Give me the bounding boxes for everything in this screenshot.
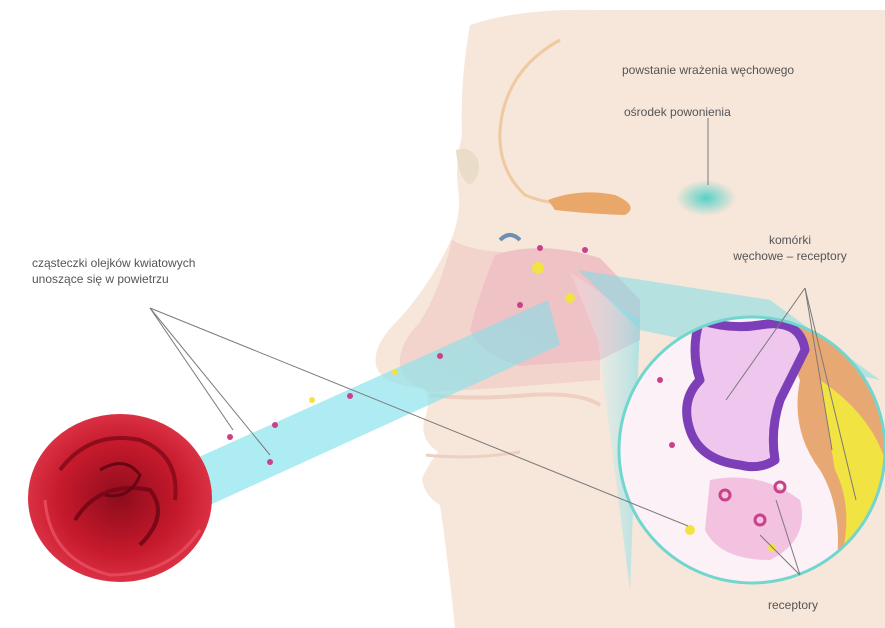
label-smell-center: ośrodek powonienia (624, 104, 731, 120)
label-receptors: receptory (768, 597, 818, 613)
receptor-dot (685, 525, 695, 535)
particle (267, 459, 273, 465)
particle (347, 393, 353, 399)
particle (437, 353, 443, 359)
label-floral-oil-particles-line2: unoszące się w powietrzu (32, 271, 195, 287)
label-olfactory-cells-line2: węchowe – receptory (700, 248, 880, 264)
particle (309, 397, 315, 403)
receptor-dot (768, 544, 776, 552)
particle (227, 434, 233, 440)
rose (28, 414, 212, 582)
particle (537, 245, 543, 251)
label-floral-oil-particles: cząsteczki olejków kwiatowych unoszące s… (32, 255, 195, 287)
label-olfactory-cells: komórki węchowe – receptory (700, 232, 880, 264)
particle (272, 422, 278, 428)
particle (532, 262, 544, 274)
particle (582, 247, 588, 253)
particle (565, 293, 575, 303)
smell-center-glow (676, 180, 736, 216)
leader-line-particles-a (150, 308, 233, 430)
label-olfactory-cells-line1: komórki (700, 232, 880, 248)
receptor-dot (669, 442, 675, 448)
receptor-dot (657, 377, 663, 383)
label-smell-sensation-origin: powstanie wrażenia węchowego (622, 62, 794, 78)
particle (392, 369, 398, 375)
particle (517, 302, 523, 308)
label-floral-oil-particles-line1: cząsteczki olejków kwiatowych (32, 255, 195, 271)
